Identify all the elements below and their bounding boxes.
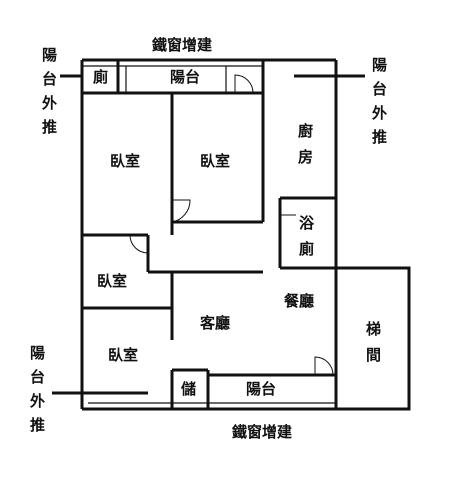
room-bathroom: 浴 廁 (299, 214, 315, 258)
svg-text:房: 房 (298, 148, 313, 166)
room-stairwell: 梯 間 (366, 320, 381, 364)
room-bedroom-1: 臥室 (110, 152, 140, 170)
outside-right-top-label: 陽 台 外 推 (371, 56, 387, 146)
room-toilet-small: 廁 (93, 68, 108, 86)
svg-text:推: 推 (42, 118, 57, 136)
svg-text:廁: 廁 (299, 240, 314, 258)
svg-text:陽: 陽 (42, 46, 57, 64)
outside-left-bottom-label: 陽 台 外 推 (29, 344, 45, 434)
callout-lines (52, 74, 365, 395)
svg-text:外: 外 (371, 104, 387, 122)
room-bedroom-3: 臥室 (97, 272, 127, 290)
svg-text:外: 外 (29, 392, 45, 410)
svg-text:推: 推 (372, 128, 387, 146)
top-extension-label: 鐵窗增建 (152, 36, 213, 54)
bottom-extension-label: 鐵窗增建 (232, 423, 293, 441)
svg-text:廚: 廚 (298, 122, 313, 140)
svg-text:外: 外 (41, 94, 57, 112)
interior-walls (82, 93, 336, 409)
svg-text:台: 台 (30, 368, 45, 386)
svg-text:推: 推 (30, 416, 45, 434)
room-living-room: 客廳 (199, 314, 230, 332)
svg-text:台: 台 (42, 70, 57, 88)
svg-text:梯: 梯 (366, 320, 381, 338)
room-balcony-top: 陽台 (170, 68, 200, 86)
svg-text:陽: 陽 (372, 56, 387, 74)
room-bedroom-4: 臥室 (108, 346, 138, 364)
svg-text:浴: 浴 (299, 214, 315, 232)
svg-text:間: 間 (366, 346, 381, 364)
room-kitchen: 廚 房 (298, 122, 313, 166)
room-bedroom-2: 臥室 (200, 152, 230, 170)
room-dining-room: 餐廳 (284, 292, 314, 310)
room-storage: 儲 (181, 380, 196, 398)
outside-left-top-label: 陽 台 外 推 (41, 46, 57, 136)
room-balcony-bottom: 陽台 (246, 380, 276, 398)
svg-text:陽: 陽 (30, 344, 45, 362)
svg-text:台: 台 (372, 80, 387, 98)
